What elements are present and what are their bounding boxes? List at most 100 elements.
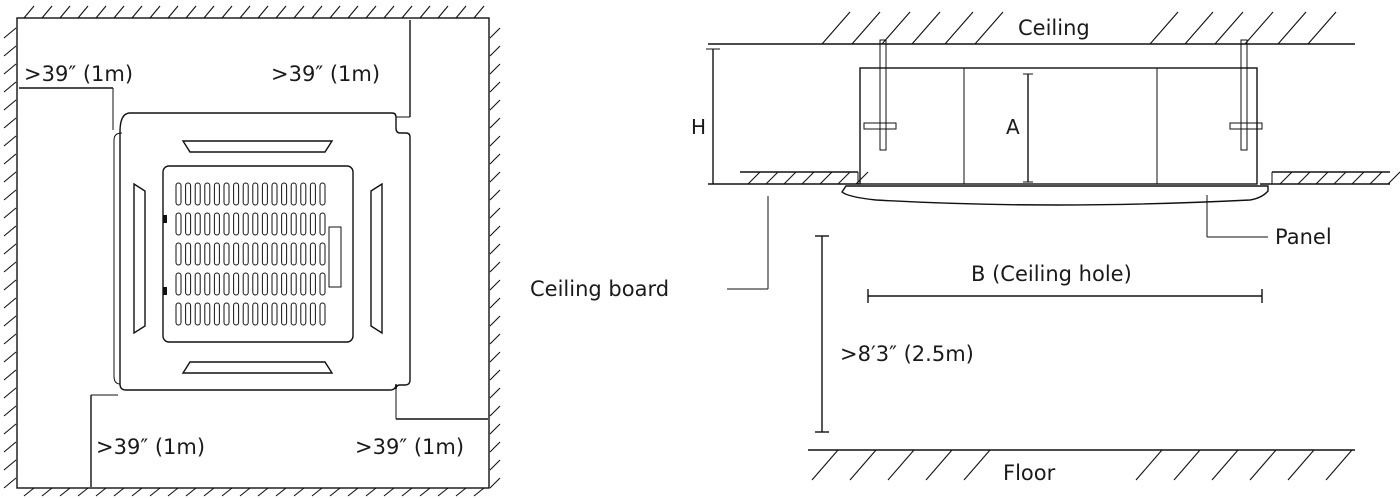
grille-slot bbox=[319, 212, 326, 236]
wall-hatch-stroke bbox=[311, 487, 323, 497]
wall-hatch-stroke bbox=[3, 153, 17, 165]
grille-slot bbox=[309, 212, 316, 236]
grille-slot bbox=[213, 272, 220, 296]
dim-h-label: H bbox=[691, 115, 706, 139]
grille-slot bbox=[319, 182, 326, 206]
grille-slot bbox=[261, 302, 268, 326]
ceiling-hatch-stroke bbox=[881, 11, 911, 45]
wall-hatch-stroke bbox=[3, 99, 17, 111]
grille-slot bbox=[242, 212, 249, 236]
wall-hatch-stroke bbox=[221, 5, 233, 19]
wall-hatch-stroke bbox=[149, 487, 161, 497]
grille-slot bbox=[290, 242, 297, 266]
wall-hatch-stroke bbox=[257, 5, 269, 19]
wall-hatch-stroke bbox=[401, 5, 413, 19]
wall-hatch-stroke bbox=[347, 487, 359, 497]
wall-hatch-stroke bbox=[3, 45, 17, 57]
wall-hatch-stroke bbox=[131, 487, 143, 497]
grille-slot bbox=[300, 182, 307, 206]
floor-hatch-stroke bbox=[811, 449, 839, 481]
wall-hatch-stroke bbox=[489, 225, 501, 237]
wall-hatch-stroke bbox=[95, 487, 107, 497]
wall-hatch-stroke bbox=[489, 261, 501, 273]
room-walls bbox=[16, 17, 490, 489]
wall-hatch-stroke bbox=[489, 27, 501, 39]
grille-latch bbox=[328, 226, 342, 288]
wall-hatch-stroke bbox=[59, 487, 71, 497]
wall-hatch-stroke bbox=[3, 441, 17, 453]
board-hatch-stroke bbox=[783, 171, 797, 185]
board-hatch-stroke bbox=[1315, 171, 1329, 185]
wall-hatch-stroke bbox=[3, 27, 17, 39]
wall-hatch-stroke bbox=[131, 5, 143, 19]
wall-hatch-stroke bbox=[489, 153, 501, 165]
grille-slot bbox=[223, 272, 230, 296]
louver-right bbox=[370, 182, 383, 335]
grille-slot bbox=[271, 272, 278, 296]
ceiling-hatch-stroke bbox=[821, 11, 851, 45]
grille-slot bbox=[204, 182, 211, 206]
grille-slot bbox=[242, 242, 249, 266]
grille-slot bbox=[204, 272, 211, 296]
wall-hatch-stroke bbox=[489, 405, 501, 417]
board-hatch-stroke bbox=[801, 171, 815, 185]
panel-edge-left bbox=[113, 132, 123, 385]
grille-slot bbox=[185, 212, 192, 236]
wall-hatch-stroke bbox=[275, 487, 287, 497]
intake-grille-slots bbox=[175, 182, 326, 326]
grille-slot bbox=[223, 182, 230, 206]
wall-hatch-stroke bbox=[3, 81, 17, 93]
grille-slot bbox=[300, 272, 307, 296]
wall-hatch-stroke bbox=[347, 5, 359, 19]
grille-slot bbox=[233, 272, 240, 296]
wall-hatch-stroke bbox=[3, 135, 17, 147]
cassette-panel-outline bbox=[119, 112, 411, 391]
wall-hatch-stroke bbox=[113, 487, 125, 497]
floor-hatch-stroke bbox=[963, 449, 991, 481]
ceiling-hatch-stroke bbox=[1149, 11, 1179, 45]
ceiling-hatching bbox=[821, 11, 1337, 45]
grille-slot bbox=[233, 182, 240, 206]
grille-slot bbox=[290, 302, 297, 326]
wall-hatch-stroke bbox=[383, 487, 395, 497]
wall-hatch-stroke bbox=[489, 117, 501, 129]
floor-hatch-stroke bbox=[887, 449, 915, 481]
wall-hatch-stroke bbox=[311, 5, 323, 19]
wall-hatch-stroke bbox=[437, 487, 449, 497]
side-view: Ceiling H A Panel Ceili bbox=[530, 11, 1400, 485]
board-hatch-stroke bbox=[837, 171, 851, 185]
wall-hatch-stroke bbox=[77, 5, 89, 19]
wall-hatch-stroke bbox=[3, 369, 17, 381]
wall-hatch-stroke bbox=[113, 5, 125, 19]
grille-slot bbox=[271, 182, 278, 206]
ceiling-board-hatching bbox=[747, 171, 1400, 185]
floor-hatch-stroke bbox=[925, 449, 953, 481]
wall-hatch-stroke bbox=[419, 487, 431, 497]
clearance-top-right-label: >39″ (1m) bbox=[271, 62, 380, 86]
grille-slot bbox=[185, 182, 192, 206]
grille-slot bbox=[290, 272, 297, 296]
board-hatch-stroke bbox=[1297, 171, 1311, 185]
grille-slot bbox=[281, 302, 288, 326]
hanger-bracket-left bbox=[863, 122, 897, 130]
wall-hatch-stroke bbox=[489, 297, 501, 309]
top-view: >39″ (1m) >39″ (1m) >39″ (1m) >39″ (1m) bbox=[3, 5, 501, 497]
grille-slot bbox=[271, 242, 278, 266]
wall-hatch-stroke bbox=[3, 171, 17, 183]
grille-slot bbox=[242, 182, 249, 206]
wall-hatch-stroke bbox=[3, 459, 17, 471]
ceiling-hatch-stroke bbox=[851, 11, 881, 45]
wall-hatch-stroke bbox=[3, 63, 17, 75]
board-hatch-stroke bbox=[1351, 171, 1365, 185]
wall-hatch-stroke bbox=[489, 333, 501, 345]
wall-hatch-stroke bbox=[489, 207, 501, 219]
grille-slot bbox=[204, 242, 211, 266]
ceiling-hatch-stroke bbox=[1244, 11, 1274, 45]
grille-slot bbox=[281, 242, 288, 266]
grille-slot bbox=[213, 302, 220, 326]
wall-hatch-stroke bbox=[167, 5, 179, 19]
grille-slot bbox=[252, 302, 259, 326]
floor-hatching bbox=[811, 449, 1353, 481]
